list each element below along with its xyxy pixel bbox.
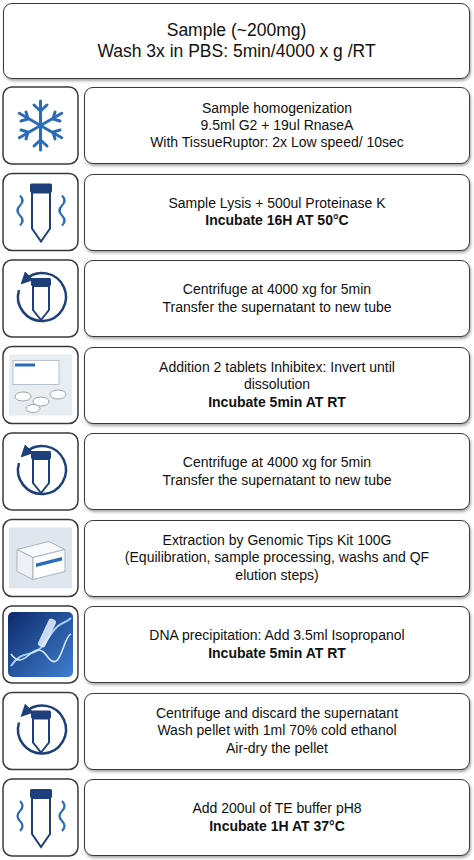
step-heading: DNA precipitation: Add 3.5ml Isopropanol <box>149 627 404 644</box>
step-detail: Wash pellet with 1ml 70% cold ethanol <box>157 722 396 739</box>
step-detail: Incubate 16H AT 50°C <box>205 212 348 229</box>
kit-photo <box>3 520 78 597</box>
step-box: DNA precipitation: Add 3.5ml Isopropanol… <box>84 606 470 683</box>
step-heading: Sample Lysis + 500ul Proteinase K <box>169 195 386 212</box>
tablets-photo <box>3 347 78 424</box>
step-heading: Extraction by Genomic Tips Kit 100G <box>163 532 392 549</box>
step-detail: (Equilibration, sample processing, washs… <box>105 549 450 583</box>
step-detail: Wash 3x in PBS: 5min/4000 x g /RT <box>97 41 375 62</box>
start-box: Sample (~200mg)Wash 3x in PBS: 5min/4000… <box>3 3 470 79</box>
step-heading: Sample (~200mg) <box>167 20 307 41</box>
step-detail: 9.5ml G2 + 19ul RnaseA <box>201 117 354 134</box>
step-detail: With TissueRuptor: 2x Low speed/ 10sec <box>150 134 404 151</box>
step-heading: Addition 2 tablets Inhibitex: Invert unt… <box>127 359 427 393</box>
spacer <box>3 3 470 79</box>
lysis-tube-icon <box>3 174 78 251</box>
step-heading: Add 200ul of TE buffer pH8 <box>192 800 361 817</box>
step-detail: Incubate 5min AT RT <box>208 394 346 411</box>
step-detail: Transfer the supernatant to new tube <box>162 472 391 489</box>
step-box: Addition 2 tablets Inhibitex: Invert unt… <box>84 347 470 424</box>
step-box: Centrifuge at 4000 xg for 5minTransfer t… <box>84 433 470 510</box>
centrifuge-icon <box>3 433 78 510</box>
step-box: Extraction by Genomic Tips Kit 100G(Equi… <box>84 520 470 597</box>
centrifuge-icon <box>3 693 78 770</box>
dna-photo <box>3 606 78 683</box>
step-heading: Centrifuge at 4000 xg for 5min <box>183 281 371 298</box>
step-detail: Air-dry the pellet <box>226 740 328 757</box>
snowflake-icon <box>3 87 78 164</box>
step-box: Centrifuge at 4000 xg for 5minTransfer t… <box>84 260 470 337</box>
lysis-tube-icon <box>3 779 78 856</box>
step-heading: Centrifuge and discard the supernatant <box>156 705 398 722</box>
step-box: Sample Lysis + 500ul Proteinase KIncubat… <box>84 174 470 251</box>
step-heading: Sample homogenization <box>202 100 352 117</box>
step-box: Centrifuge and discard the supernatantWa… <box>84 693 470 770</box>
step-detail: Incubate 5min AT RT <box>208 645 346 662</box>
step-box: Sample homogenization9.5ml G2 + 19ul Rna… <box>84 87 470 164</box>
step-detail: Transfer the supernatant to new tube <box>162 299 391 316</box>
centrifuge-icon <box>3 260 78 337</box>
step-heading: Centrifuge at 4000 xg for 5min <box>183 454 371 471</box>
step-detail: Incubate 1H AT 37°C <box>209 818 345 835</box>
step-box: Add 200ul of TE buffer pH8Incubate 1H AT… <box>84 779 470 856</box>
